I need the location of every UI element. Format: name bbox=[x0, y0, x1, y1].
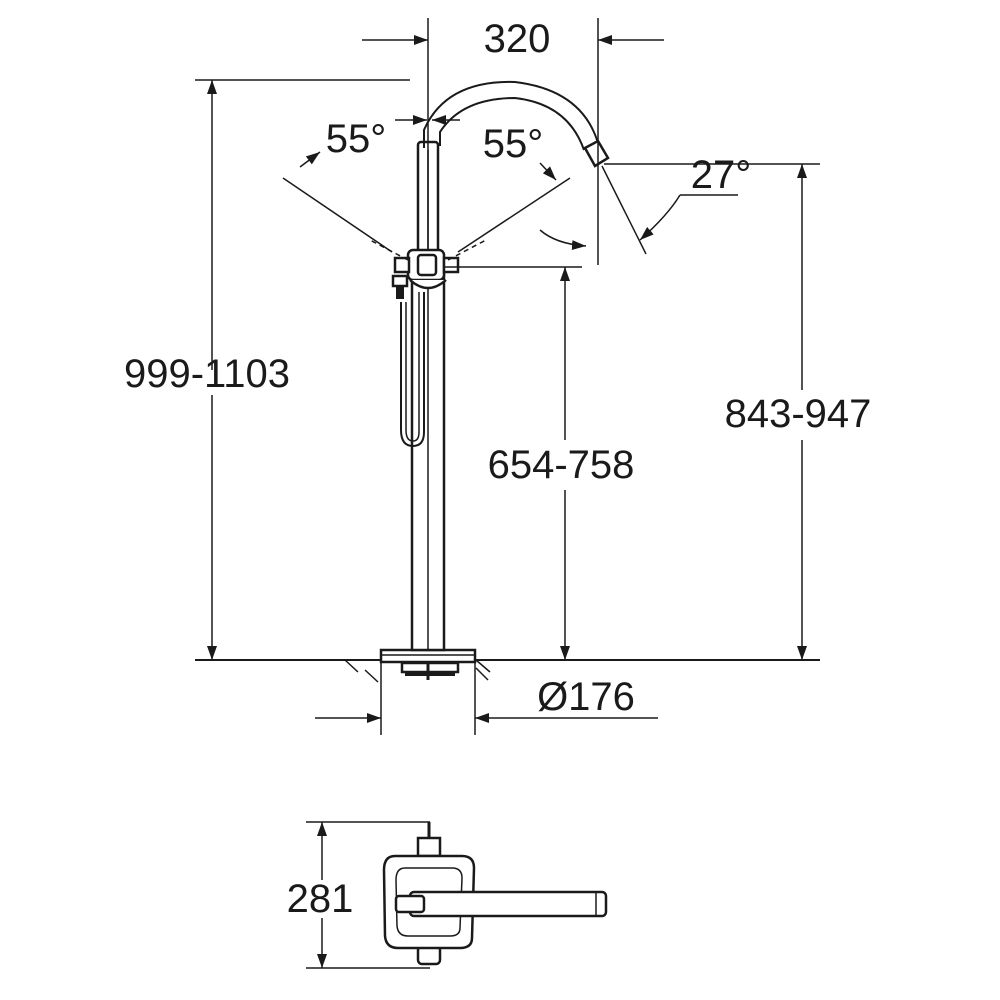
top-handle bbox=[416, 836, 442, 858]
dimension-lines bbox=[195, 18, 820, 735]
hose-loop bbox=[400, 292, 425, 448]
label-spout-reach: 320 bbox=[484, 17, 551, 61]
top-view-spout bbox=[408, 890, 608, 918]
label-total-height: 999-1103 bbox=[124, 352, 290, 396]
label-handle-height: 654-758 bbox=[488, 443, 635, 487]
label-outlet-height: 843-947 bbox=[725, 392, 872, 436]
dimension-labels: 320 999-1103 843-947 654-758 Ø176 281 55… bbox=[124, 17, 871, 921]
left-handle-stub bbox=[393, 256, 411, 274]
label-angle-spout: 27° bbox=[691, 153, 752, 197]
spout-outlet bbox=[583, 139, 610, 168]
mounting-nut bbox=[400, 661, 460, 674]
spout-outer bbox=[423, 80, 599, 148]
label-angle-left: 55° bbox=[326, 117, 387, 161]
floor-hatch bbox=[344, 659, 491, 683]
hose-connector bbox=[391, 274, 409, 288]
top-view-hand-shower bbox=[394, 894, 426, 914]
spout-inner bbox=[439, 96, 585, 151]
right-handle-stub bbox=[442, 256, 460, 274]
base-plate bbox=[379, 648, 477, 664]
label-depth: 281 bbox=[287, 877, 354, 921]
faucet-top-view bbox=[306, 821, 608, 969]
label-angle-right: 55° bbox=[483, 122, 544, 166]
label-base-diameter: Ø176 bbox=[537, 675, 635, 719]
